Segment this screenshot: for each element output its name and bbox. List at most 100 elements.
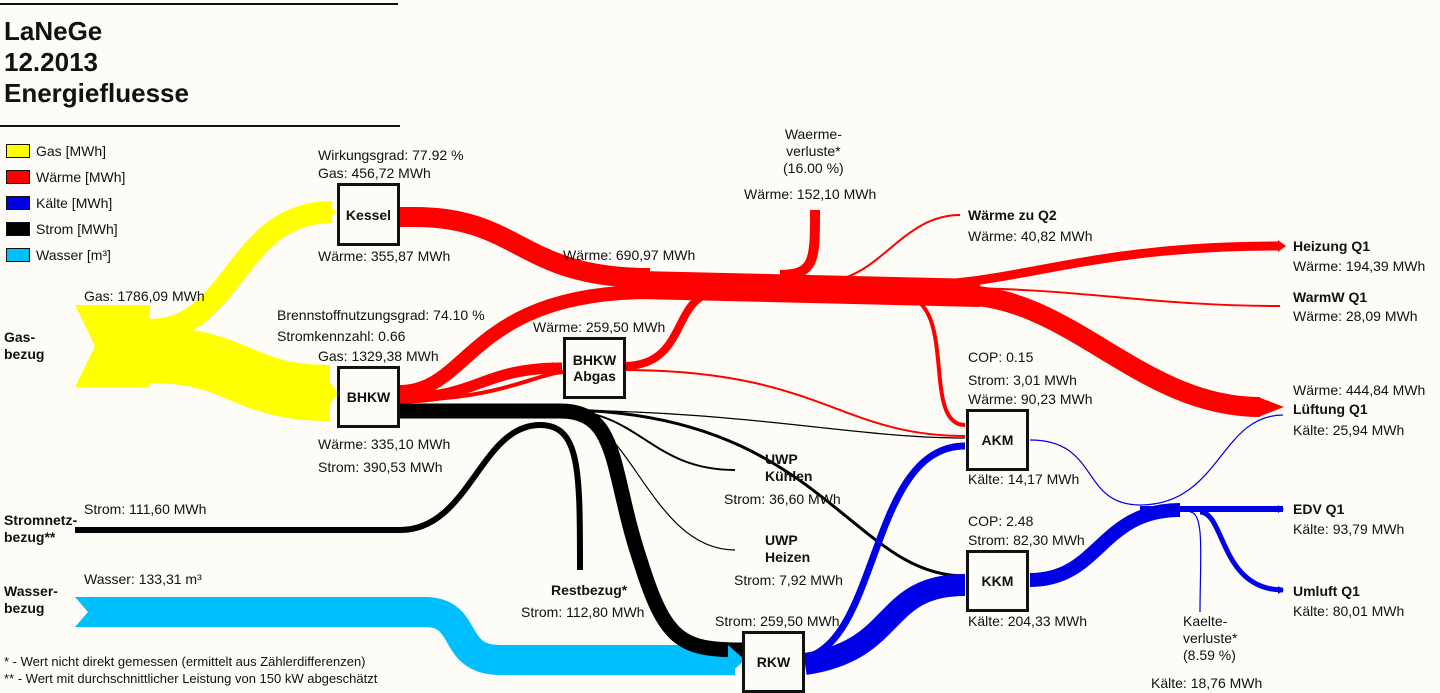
source-wasser-notch — [75, 597, 95, 627]
heizung-q1-value: Wärme: 194,39 MWh — [1293, 258, 1426, 274]
flow-kaelte-akm-sink — [1029, 439, 1141, 506]
bhkw-gas: Gas: 1329,38 MWh — [318, 348, 439, 364]
bhkw-waerme: Wärme: 335,10 MWh — [318, 436, 451, 452]
flow-wasser-rkw — [95, 597, 735, 675]
legend-item-wasser: Wasser [m³] — [6, 242, 125, 268]
umluft-q1-value: Kälte: 80,01 MWh — [1293, 603, 1405, 619]
flow-waerme-verluste — [779, 209, 820, 280]
legend-item-strom: Strom [MWh] — [6, 216, 125, 242]
flow-waerme-abgas-akm — [623, 369, 966, 437]
waerme-main-value: Wärme: 690,97 MWh — [563, 247, 696, 263]
waerme-q2-label: Wärme zu Q2 — [968, 207, 1057, 223]
stromnetz-label: Stromnetz- bezug** — [4, 512, 78, 545]
kessel-node: Kessel — [337, 183, 400, 246]
kessel-node-label: Kessel — [345, 206, 392, 223]
bhkw-strom: Strom: 390,53 MWh — [318, 459, 443, 475]
legend-label-waerme: Wärme [MWh] — [36, 169, 126, 185]
flow-gas-bhkw — [149, 327, 331, 421]
flow-waerme-bhkw-abgas — [399, 362, 563, 404]
legend-swatch-kaelte — [6, 196, 30, 210]
uwp-heizen-value: Strom: 7,92 MWh — [734, 572, 843, 588]
footnote-2: ** - Wert mit durchschnittlicher Leistun… — [4, 671, 378, 686]
warmw-q1-value: Wärme: 28,09 MWh — [1293, 308, 1418, 324]
flow-waerme-bhkw-main — [399, 285, 651, 399]
legend-label-gas: Gas [MWh] — [36, 143, 107, 159]
bhkw-node: BHKW — [337, 366, 400, 428]
kaelteverluste-label: Kaelte- verluste* (8.59 %) — [1183, 613, 1238, 663]
flow-kaelte-verluste — [1189, 511, 1202, 613]
flow-strom-rkw — [400, 403, 743, 658]
waermeverluste-value: Wärme: 152,10 MWh — [744, 186, 877, 202]
legend-swatch-waerme — [6, 170, 30, 184]
wasserbezug-label: Wasser- bezug — [4, 583, 58, 616]
footnotes: * - Wert nicht direkt gemessen (ermittel… — [4, 653, 377, 687]
bhkw-abgas-waerme: Wärme: 259,50 MWh — [533, 319, 666, 335]
arrow-kaelte-edv — [1278, 505, 1284, 513]
flow-kaelte-umluft — [1199, 509, 1284, 593]
title-line-2: 12.2013 — [4, 47, 98, 77]
legend-swatch-strom — [6, 222, 30, 236]
kkm-strom: Strom: 82,30 MWh — [968, 532, 1085, 548]
gasbezug-value: Gas: 1786,09 MWh — [84, 288, 205, 304]
restbezug-value: Strom: 112,80 MWh — [521, 604, 645, 620]
diagram-title: LaNeGe 12.2013 Energiefluesse — [4, 16, 189, 109]
legend-swatch-gas — [6, 144, 30, 158]
arrow-waerme-heizung — [1278, 240, 1286, 252]
waerme-q2-value: Wärme: 40,82 MWh — [968, 228, 1093, 244]
arrow-waerme-lueftung — [1258, 397, 1284, 417]
gasbezug-label: Gas- bezug — [4, 329, 45, 362]
flow-waerme-warmw — [949, 287, 1281, 307]
akm-strom: Strom: 3,01 MWh — [968, 372, 1077, 388]
lueftung-q1-label: Lüftung Q1 — [1293, 401, 1368, 417]
title-line-1: LaNeGe — [4, 16, 103, 46]
source-gas-notch — [75, 305, 150, 387]
kkm-cop: COP: 2.48 — [968, 513, 1034, 529]
title-bottom-rule — [0, 125, 400, 127]
arrow-gas-kessel — [322, 201, 337, 223]
arrow-gas-bhkw — [318, 366, 338, 420]
rkw-node: RKW — [742, 631, 805, 693]
title-line-3: Energiefluesse — [4, 78, 189, 108]
bhkw-nutzungsgrad: Brennstoffnutzungsgrad: 74.10 % — [277, 307, 485, 323]
bhkw-stromkennzahl: Stromkennzahl: 0.66 — [277, 328, 406, 344]
edv-q1-value: Kälte: 93,79 MWh — [1293, 521, 1405, 537]
legend-swatch-wasser — [6, 248, 30, 262]
flow-waerme-main — [639, 271, 981, 307]
uwp-heizen-label: UWP Heizen — [765, 532, 811, 565]
flow-gas-kessel — [149, 201, 333, 341]
kkm-node: KKM — [966, 550, 1029, 612]
flow-strom-netz — [75, 421, 583, 571]
flow-kaelte-rkw-kkm — [803, 574, 966, 675]
flow-waerme-q2 — [819, 214, 961, 283]
legend-item-waerme: Wärme [MWh] — [6, 164, 125, 190]
footnote-1: * - Wert nicht direkt gemessen (ermittel… — [4, 654, 366, 669]
flow-kaelte-rkw-akm — [803, 442, 966, 662]
kkm-kaelte: Kälte: 204,33 MWh — [968, 613, 1088, 629]
flow-waerme-lueftung — [959, 285, 1261, 417]
flow-strom-uwp-heizen — [559, 409, 736, 551]
legend-item-kaelte: Kälte [MWh] — [6, 190, 125, 216]
flow-waerme-heizung — [899, 241, 1281, 291]
legend-label-strom: Strom [MWh] — [36, 221, 118, 237]
legend-item-gas: Gas [MWh] — [6, 138, 125, 164]
kessel-gas: Gas: 456,72 MWh — [318, 165, 431, 181]
uwp-kuehlen-label: UWP Kühlen — [765, 451, 813, 484]
bhkw-abgas-node: BHKW Abgas — [563, 337, 626, 399]
flow-kaelte-kkm — [1029, 503, 1181, 587]
restbezug-label: Restbezug* — [551, 582, 628, 598]
akm-cop: COP: 0.15 — [968, 349, 1034, 365]
kkm-node-label: KKM — [981, 573, 1014, 589]
legend-label-wasser: Wasser [m³] — [36, 247, 111, 263]
flow-kaelte-lueftung — [1139, 414, 1284, 506]
heizung-q1-label: Heizung Q1 — [1293, 238, 1371, 254]
title-top-rule — [0, 3, 398, 5]
edv-q1-label: EDV Q1 — [1293, 501, 1345, 517]
flow-waerme-akm — [899, 294, 966, 427]
uwp-kuehlen-value: Strom: 36,60 MWh — [724, 491, 841, 507]
legend-label-kaelte: Kälte [MWh] — [36, 195, 113, 211]
kessel-efficiency: Wirkungsgrad: 77.92 % — [318, 147, 464, 163]
bhkw-node-label: BHKW — [346, 389, 391, 405]
akm-node: AKM — [966, 409, 1029, 471]
legend: Gas [MWh] Wärme [MWh] Kälte [MWh] Strom … — [6, 138, 125, 268]
flow-waerme-bhkw-low — [401, 370, 566, 402]
